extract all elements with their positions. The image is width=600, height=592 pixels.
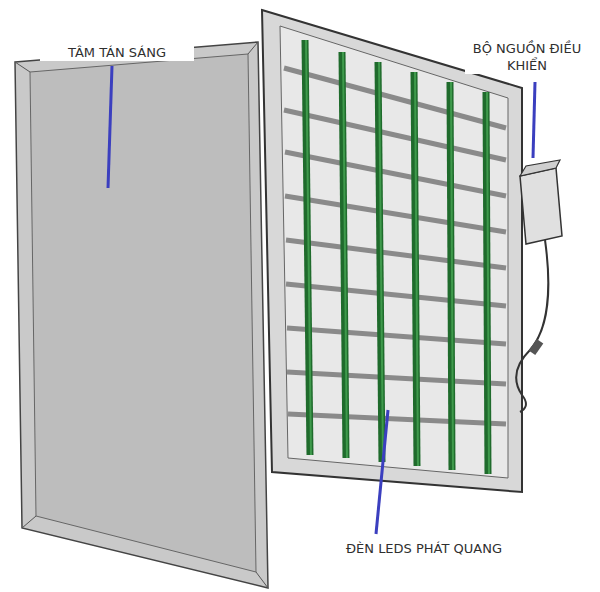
led-strips <box>305 40 488 474</box>
cable-connector <box>529 339 544 355</box>
led-strip-highlight <box>306 40 489 474</box>
leader-line <box>108 66 112 188</box>
diffuser-face <box>30 54 256 572</box>
diffuser-frame <box>15 42 268 588</box>
part-label: BỘ NGUỒN ĐIỀU KHIỂN <box>465 40 589 74</box>
housing-inner <box>280 26 508 478</box>
part-label: TÂM TÁN SÁNG <box>40 44 194 61</box>
part-label: ĐÈN LEDS PHÁT QUANG <box>292 540 556 557</box>
leader-line <box>533 82 535 158</box>
housing <box>262 10 522 492</box>
cross-bars <box>284 68 506 424</box>
power-supply-top <box>520 160 560 176</box>
power-supply <box>520 168 562 244</box>
leader-line <box>376 410 388 534</box>
power-cable <box>516 240 548 412</box>
